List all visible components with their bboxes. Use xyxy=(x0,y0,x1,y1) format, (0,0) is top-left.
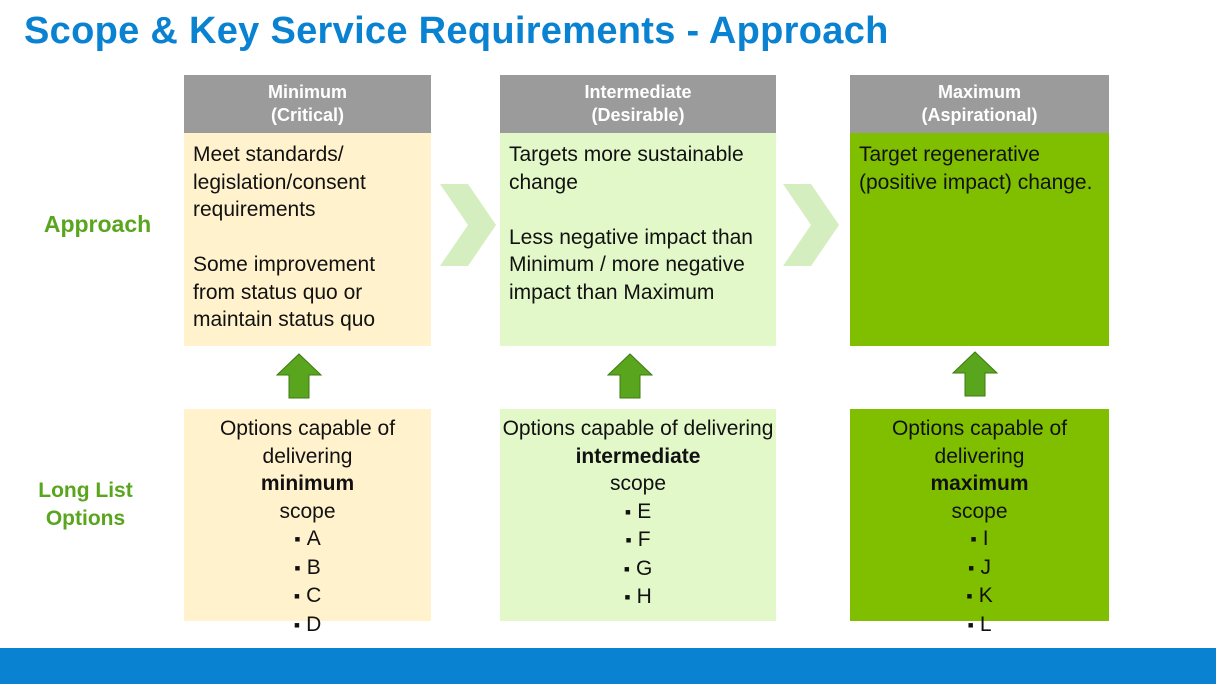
options-maximum-intro-line1: Options capable of delivering xyxy=(891,417,1068,468)
row-label-approach-text: Approach xyxy=(43,211,152,237)
column-intermediate-approach-text2: Less negative impact than Minimum / more… xyxy=(509,225,753,304)
options-box-minimum: Options capable of delivering minimum sc… xyxy=(184,409,431,636)
column-minimum-header-line1: Minimum xyxy=(268,82,347,102)
chevron-right-icon xyxy=(440,184,496,266)
options-maximum-list: I J K L xyxy=(850,525,1109,639)
column-minimum-approach-text1: Meet standards/ legislation/consent requ… xyxy=(193,143,366,221)
footer-bar xyxy=(0,648,1216,684)
options-intermediate-intro-line2: intermediate xyxy=(500,443,776,471)
column-maximum-approach: Target regenerative (positive impact) ch… xyxy=(850,133,1109,346)
options-intermediate-list: E F G H xyxy=(500,498,776,612)
column-maximum: Maximum (Aspirational) Target regenerati… xyxy=(850,75,1109,346)
options-minimum-intro-line1: Options capable of delivering xyxy=(219,417,396,468)
chevron-right-icon xyxy=(783,184,839,266)
list-item: D xyxy=(184,611,431,640)
column-maximum-header-line2: (Aspirational) xyxy=(921,105,1038,125)
options-minimum-intro-line2: minimum xyxy=(184,470,431,498)
options-minimum-list: A B C D xyxy=(184,525,431,639)
column-maximum-approach-text1: Target regenerative (positive impact) ch… xyxy=(859,143,1093,194)
list-item: J xyxy=(850,554,1109,583)
column-minimum-approach-text2: Some improvement from status quo or main… xyxy=(193,253,376,331)
list-item: I xyxy=(850,525,1109,554)
options-minimum-bold: minimum xyxy=(260,472,355,495)
column-minimum-header-line2: (Critical) xyxy=(270,105,344,125)
list-item: F xyxy=(500,526,776,555)
list-item: K xyxy=(850,582,1109,611)
arrow-up-icon xyxy=(276,353,322,399)
arrow-up-icon xyxy=(952,351,998,397)
column-minimum: Minimum (Critical) Meet standards/ legis… xyxy=(184,75,431,346)
column-maximum-header-line1: Maximum xyxy=(937,82,1022,102)
list-item: A xyxy=(184,525,431,554)
options-minimum-scope: scope xyxy=(279,499,336,523)
options-maximum-intro-line2: maximum xyxy=(850,470,1109,498)
options-box-maximum: Options capable of delivering maximum sc… xyxy=(850,409,1109,636)
options-intermediate-intro-line1: Options capable of delivering xyxy=(502,417,774,440)
row-label-long-list-line1: Long List xyxy=(38,479,133,502)
options-maximum-scope: scope xyxy=(951,499,1008,523)
column-maximum-header: Maximum (Aspirational) xyxy=(850,75,1109,133)
row-label-approach: Approach xyxy=(30,210,165,238)
column-minimum-approach: Meet standards/ legislation/consent requ… xyxy=(184,133,431,346)
list-item: B xyxy=(184,554,431,583)
list-item: C xyxy=(184,582,431,611)
list-item: H xyxy=(500,583,776,612)
options-maximum-bold: maximum xyxy=(930,472,1029,495)
column-intermediate-header-line1: Intermediate xyxy=(584,82,692,102)
row-label-long-list-options: Long List Options xyxy=(18,477,153,533)
options-box-intermediate: Options capable of delivering intermedia… xyxy=(500,409,776,621)
column-intermediate: Intermediate (Desirable) Targets more su… xyxy=(500,75,776,346)
page-title: Scope & Key Service Requirements - Appro… xyxy=(24,10,889,52)
list-item: E xyxy=(500,498,776,527)
column-intermediate-header: Intermediate (Desirable) xyxy=(500,75,776,133)
column-intermediate-approach: Targets more sustainable change Less neg… xyxy=(500,133,776,346)
options-intermediate-bold: intermediate xyxy=(575,444,701,468)
arrow-up-icon xyxy=(607,353,653,399)
row-label-long-list-line2: Options xyxy=(45,507,126,530)
column-intermediate-header-line2: (Desirable) xyxy=(591,105,685,125)
list-item: G xyxy=(500,555,776,584)
options-intermediate-scope: scope xyxy=(609,472,667,495)
column-minimum-header: Minimum (Critical) xyxy=(184,75,431,133)
list-item: L xyxy=(850,611,1109,640)
column-intermediate-approach-text1: Targets more sustainable change xyxy=(509,143,744,194)
